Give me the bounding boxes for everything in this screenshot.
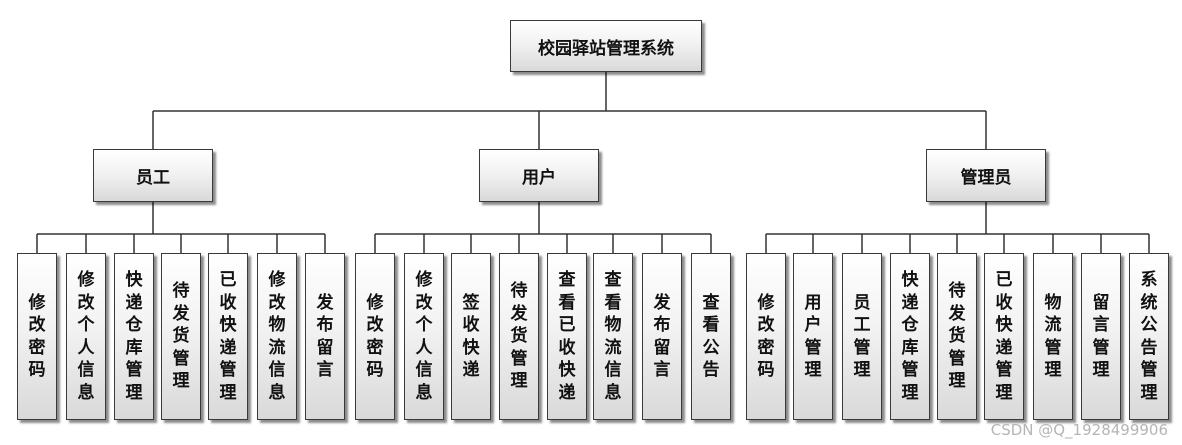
leaf-node: 签收快递 [451, 253, 491, 420]
leaf-label: 待发货管理 [172, 281, 190, 392]
leaf-node: 修改密码 [17, 253, 57, 420]
group-label: 用户 [522, 168, 556, 188]
leaf-label: 待发货管理 [948, 281, 966, 392]
leaf-label: 查看已收快递 [558, 270, 576, 403]
leaf-node: 物流管理 [1033, 253, 1073, 420]
leaf-label: 发布留言 [653, 292, 671, 381]
leaf-label: 物流管理 [1044, 292, 1062, 381]
leaf-node: 待发货管理 [937, 253, 977, 420]
group-node-user: 用户 [479, 149, 599, 202]
leaf-label: 系统公告管理 [1140, 270, 1158, 403]
root-label: 校园驿站管理系统 [538, 38, 674, 59]
leaf-label: 快递仓库管理 [901, 270, 919, 403]
leaf-node: 修改个人信息 [404, 253, 444, 420]
leaf-node: 留言管理 [1081, 253, 1121, 420]
leaf-node: 修改密码 [355, 253, 395, 420]
root-node: 校园驿站管理系统 [510, 20, 702, 72]
leaf-node: 系统公告管理 [1129, 253, 1169, 420]
leaf-label: 签收快递 [462, 292, 480, 381]
leaf-node: 查看已收快递 [547, 253, 587, 420]
leaf-node: 快递仓库管理 [890, 253, 930, 420]
leaf-node: 查看物流信息 [593, 253, 633, 420]
leaf-label: 查看物流信息 [604, 270, 622, 403]
leaf-label: 已收快递管理 [995, 270, 1013, 403]
leaf-node: 用户管理 [793, 253, 833, 420]
leaf-node: 员工管理 [842, 253, 882, 420]
leaf-label: 修改密码 [28, 292, 46, 381]
leaf-node: 待发货管理 [161, 253, 201, 420]
leaf-label: 留言管理 [1092, 292, 1110, 381]
group-node-admin: 管理员 [926, 149, 1046, 202]
leaf-node: 查看公告 [691, 253, 731, 420]
leaf-node: 发布留言 [642, 253, 682, 420]
leaf-label: 待发货管理 [510, 281, 528, 392]
leaf-label: 修改物流信息 [268, 270, 286, 403]
leaf-node: 待发货管理 [499, 253, 539, 420]
leaf-node: 已收快递管理 [984, 253, 1024, 420]
leaf-label: 修改个人信息 [415, 270, 433, 403]
leaf-label: 修改个人信息 [77, 270, 95, 403]
leaf-node: 修改密码 [746, 253, 786, 420]
leaf-node: 快递仓库管理 [114, 253, 154, 420]
leaf-label: 员工管理 [853, 292, 871, 381]
leaf-label: 快递仓库管理 [125, 270, 143, 403]
leaf-label: 修改密码 [757, 292, 775, 381]
watermark: CSDN @Q_1928499906 [990, 421, 1168, 439]
leaf-node: 修改物流信息 [257, 253, 297, 420]
leaf-label: 修改密码 [366, 292, 384, 381]
leaf-node: 发布留言 [305, 253, 345, 420]
leaf-label: 已收快递管理 [219, 270, 237, 403]
leaf-label: 用户管理 [804, 292, 822, 381]
group-label: 员工 [136, 168, 170, 188]
leaf-node: 修改个人信息 [66, 253, 106, 420]
leaf-node: 已收快递管理 [208, 253, 248, 420]
leaf-label: 查看公告 [702, 292, 720, 381]
group-label: 管理员 [960, 168, 1012, 188]
group-node-staff: 员工 [93, 149, 213, 202]
leaf-label: 发布留言 [316, 292, 334, 381]
